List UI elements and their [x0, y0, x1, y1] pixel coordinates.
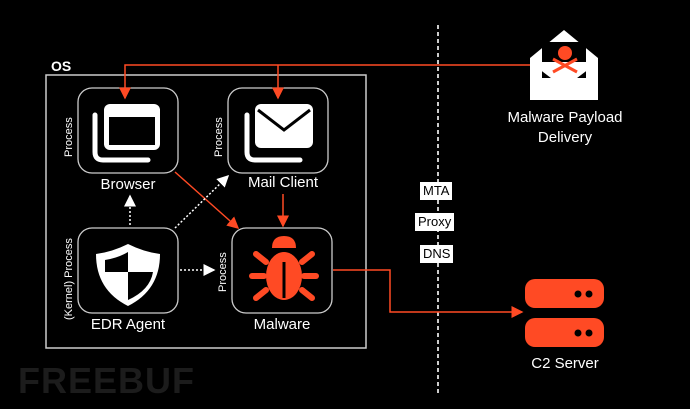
malware-label: Malware	[253, 316, 311, 333]
boundary-tag-dns: DNS	[420, 245, 454, 263]
os-label: OS	[51, 58, 72, 74]
edr-to-mail-arrow	[174, 174, 230, 229]
mail-client-role-label: Process	[213, 117, 225, 157]
malware-to-c2-arrow	[333, 269, 524, 318]
browser-label: Browser	[100, 176, 156, 193]
edr-agent-label: EDR Agent	[90, 316, 166, 333]
boundary-tag-proxy: Proxy	[415, 213, 455, 231]
os-boundary	[45, 74, 367, 349]
payload-label-line2: Delivery	[537, 129, 593, 146]
edr-role-label: (Kernel) Process	[63, 238, 75, 320]
watermark: FREEBUF	[18, 360, 195, 401]
envelope-icon	[244, 104, 313, 163]
shield-icon	[96, 244, 160, 306]
bug-icon	[249, 236, 319, 301]
browser-windows-icon	[92, 104, 160, 163]
malware-box	[231, 227, 333, 314]
edr-box	[77, 227, 179, 314]
boundary-tag-mta: MTA	[420, 182, 453, 200]
payload-to-apps-arrow	[119, 64, 530, 100]
malware-role-label: Process	[217, 252, 229, 292]
skull-envelope-icon	[530, 30, 598, 100]
mail-client-label: Mail Client	[247, 174, 319, 191]
server-icon	[525, 279, 604, 347]
browser-to-malware-arrow	[174, 171, 240, 229]
browser-role-label: Process	[63, 117, 75, 157]
payload-label-line1: Malware Payload	[507, 109, 623, 126]
c2-server-label: C2 Server	[531, 355, 599, 372]
